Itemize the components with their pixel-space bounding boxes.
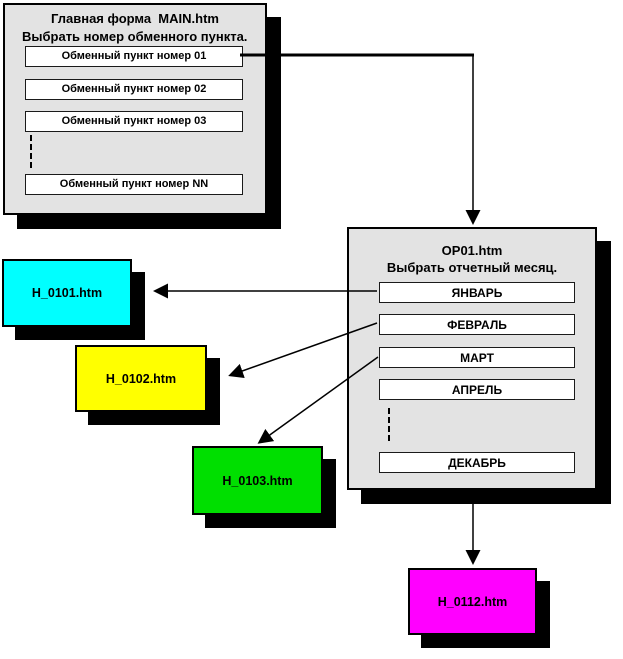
button-exchange-point-03[interactable]: Обменный пункт номер 03 bbox=[25, 111, 243, 132]
main-form-panel: Главная форма MAIN.htm Выбрать номер обм… bbox=[3, 3, 267, 215]
page-h0102: H_0102.htm bbox=[75, 345, 207, 412]
page-h0112-label: H_0112.htm bbox=[437, 594, 508, 609]
ellipsis-dots-report bbox=[388, 408, 390, 441]
page-h0101-label: H_0101.htm bbox=[31, 286, 103, 300]
report-form-panel: OP01.htm Выбрать отчетный месяц. ЯНВАРЬ … bbox=[347, 227, 597, 490]
button-month-january[interactable]: ЯНВАРЬ bbox=[379, 282, 575, 303]
page-h0102-label: H_0102.htm bbox=[105, 371, 177, 386]
page-h0101: H_0101.htm bbox=[2, 259, 132, 327]
page-h0103-label: H_0103.htm bbox=[222, 473, 293, 488]
report-form-title: OP01.htm bbox=[441, 243, 503, 258]
page-h0112: H_0112.htm bbox=[408, 568, 537, 635]
button-month-december[interactable]: ДЕКАБРЬ bbox=[379, 452, 575, 473]
button-month-march[interactable]: МАРТ bbox=[379, 347, 575, 368]
button-month-april[interactable]: АПРЕЛЬ bbox=[379, 379, 575, 400]
button-exchange-point-02[interactable]: Обменный пункт номер 02 bbox=[25, 79, 243, 100]
report-form-subtitle: Выбрать отчетный месяц. bbox=[386, 260, 558, 275]
button-month-february[interactable]: ФЕВРАЛЬ bbox=[379, 314, 575, 335]
ellipsis-dots-main bbox=[30, 135, 32, 168]
page-h0103: H_0103.htm bbox=[192, 446, 323, 515]
main-form-title: Главная форма MAIN.htm bbox=[51, 11, 219, 26]
main-form-subtitle: Выбрать номер обменного пункта. bbox=[22, 29, 248, 44]
button-exchange-point-01[interactable]: Обменный пункт номер 01 bbox=[25, 46, 243, 67]
button-exchange-point-nn[interactable]: Обменный пункт номер NN bbox=[25, 174, 243, 195]
